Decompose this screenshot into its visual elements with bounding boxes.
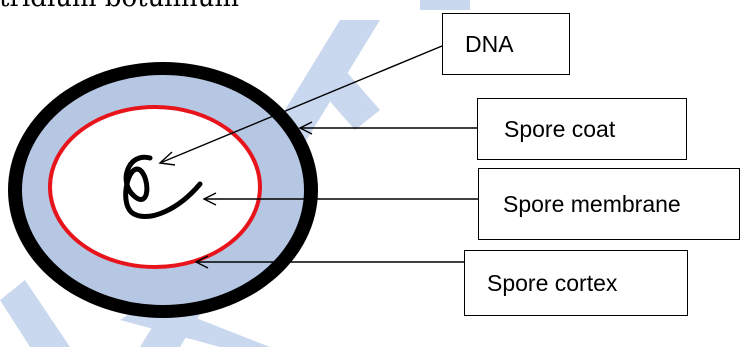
dna-pointer-line — [159, 45, 443, 164]
watermark-stroke-4 — [320, 70, 380, 130]
label-spore-cortex: Spore cortex — [464, 250, 688, 316]
pointer-lines — [158, 45, 478, 269]
diagram-heading: ostridium botulinum — [0, 0, 310, 18]
label-dna-text: DNA — [465, 30, 514, 57]
spore-coat-pointer-arrowhead — [298, 121, 313, 135]
label-spore-coat-text: Spore coat — [504, 115, 616, 142]
dna-pointer-arrowhead — [158, 151, 176, 166]
dna-strand — [123, 154, 203, 219]
spore-membrane-ring — [48, 105, 262, 269]
spore-cortex-pointer-arrowhead — [194, 255, 209, 269]
label-dna: DNA — [442, 13, 570, 75]
spore-membrane-pointer-arrowhead — [202, 192, 217, 206]
watermark-stroke-3 — [0, 280, 70, 347]
label-spore-membrane-text: Spore membrane — [503, 190, 681, 217]
label-spore-coat: Spore coat — [477, 98, 687, 160]
watermark-stroke-5 — [420, 0, 470, 10]
label-spore-cortex-text: Spore cortex — [487, 269, 618, 296]
label-spore-membrane: Spore membrane — [478, 168, 740, 240]
